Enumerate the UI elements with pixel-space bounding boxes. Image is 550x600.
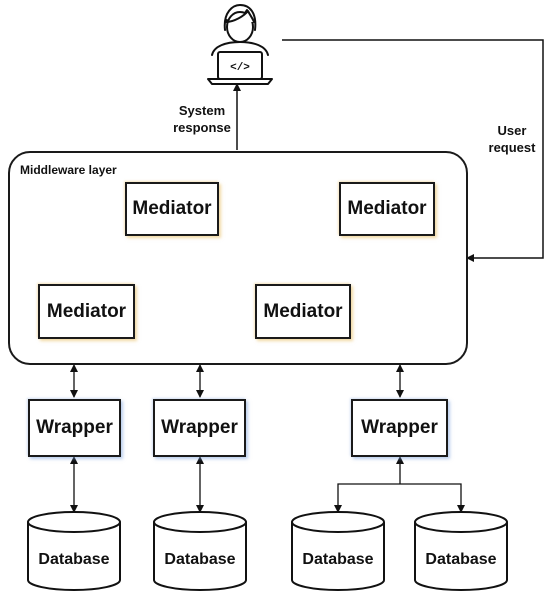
system-response-line2: response	[173, 120, 231, 135]
database-label: Database	[38, 551, 110, 568]
user-request-line1: User	[497, 123, 527, 138]
database-cylinder	[414, 511, 508, 591]
wrapper3-branch-left	[334, 483, 400, 513]
wrapper-3: Wrapper	[351, 399, 448, 457]
system-response-line1: System	[178, 103, 226, 118]
database-label: Database	[164, 551, 236, 568]
mediator-label: Mediator	[132, 198, 212, 219]
system-response-label: System response	[168, 102, 236, 136]
laptop-code-glyph: </>	[230, 62, 250, 74]
user-request-label: User request	[484, 122, 540, 156]
database-label: Database	[425, 551, 497, 568]
database-cylinder	[153, 511, 247, 591]
mediator-label: Mediator	[347, 198, 427, 219]
mediator-label: Mediator	[46, 300, 127, 322]
wrapper3-branch-right	[400, 483, 465, 513]
mediator-top-right: Mediator	[339, 182, 435, 236]
user-request-arrow	[282, 39, 544, 262]
mediator-top-left: Mediator	[125, 182, 219, 236]
user-request-line2: request	[488, 140, 536, 155]
user-laptop-icon	[207, 4, 273, 85]
database-label: Database	[302, 551, 374, 568]
mediator-bottom-center: Mediator	[255, 284, 351, 339]
wrapper-2: Wrapper	[153, 399, 246, 457]
database-cylinder	[291, 511, 385, 591]
middleware-layer-label: Middleware layer	[20, 163, 117, 177]
mediator-label: Mediator	[263, 300, 343, 322]
database-cylinder	[27, 511, 121, 591]
wrapper-1: Wrapper	[28, 399, 121, 457]
mediator-bottom-left: Mediator	[38, 284, 135, 339]
wrapper-label: Wrapper	[36, 417, 113, 438]
wrapper-label: Wrapper	[161, 417, 238, 438]
wrapper-label: Wrapper	[361, 417, 438, 438]
